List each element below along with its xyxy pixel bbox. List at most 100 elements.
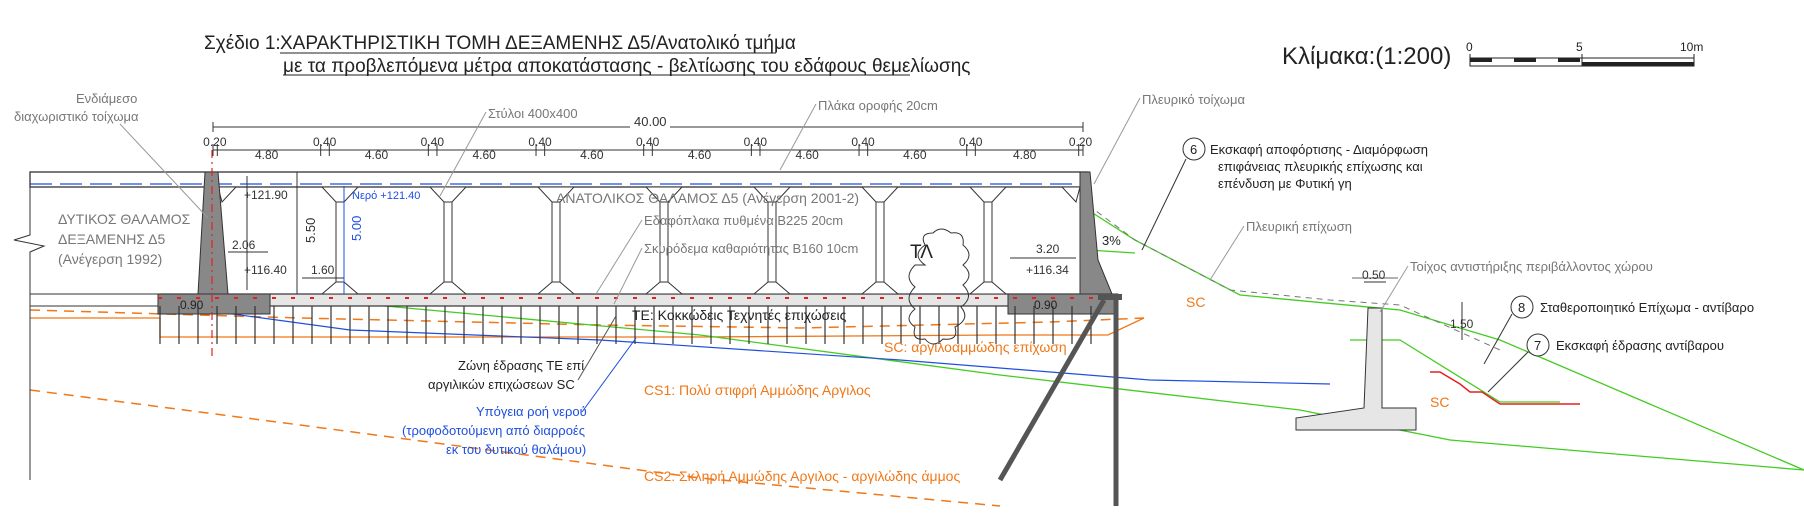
note-7-number: 7: [1534, 338, 1541, 353]
piles: [158, 297, 1093, 344]
w-090-west: 0.90: [180, 298, 204, 312]
label-east-chamber: ΑΝΑΤΟΛΙΚΟΣ ΘΑΛΑΜΟΣ Δ5 (Ανέγερση 2001-2): [556, 190, 859, 206]
dim-span: 0.40: [636, 135, 660, 149]
h-500: 5.00: [349, 216, 364, 241]
dim-span: 4.60: [903, 148, 927, 162]
label-cs1: CS1: Πολύ στιφρή Αμμώδης Αργιλος: [644, 382, 871, 398]
w-206: 2.06: [232, 238, 256, 252]
column-base: [536, 281, 576, 295]
dim-span: 4.60: [580, 148, 604, 162]
dim-total: 40.00: [634, 114, 667, 129]
label-slab: Εδαφόπλακα πυθμένα Β225 20cm: [644, 213, 843, 228]
note-6-line-2: επιφάνειας πλευρικής επίχωσης και: [1218, 159, 1423, 174]
dimension-top: 40.00 0.20 4.80 0.40 4.60 0.40 4.60 0.40 4.60 0.…: [203, 114, 1092, 162]
column: [551, 201, 561, 283]
sc-boundary: [319, 299, 1804, 471]
scale-tick-0: 0: [1466, 40, 1473, 54]
dim-span: 0.40: [421, 135, 445, 149]
column-base: [752, 281, 792, 295]
annotations: Ενδιάμεσο διαχωριστικό τοίχωμα Στύλοι 40…: [14, 91, 1754, 484]
dims-misc: +121.90 +116.40 5.50 5.00 Νερό +121.40 2…: [180, 172, 1474, 340]
label-gw-2: (τροφοδοτούμενη από διαρροές: [402, 423, 585, 438]
label-sc-clayey: SC: αργιλοαμμώδης επίχωση: [884, 339, 1067, 355]
label-columns: Στύλοι 400x400: [488, 106, 578, 121]
label-retaining: Τοίχος αντιστήριξης περιβάλλοντος χώρου: [1410, 259, 1653, 274]
dim-span: 4.80: [1013, 148, 1037, 162]
label-side-wall: Πλευρικό τοίχωμα: [1142, 92, 1245, 107]
label-slope: 3%: [1102, 233, 1121, 248]
scale-label: Κλίμακα:(1:200): [1282, 43, 1451, 70]
title-prefix: Σχέδιο 1:: [204, 33, 281, 54]
column-head: [968, 186, 1008, 203]
scale-tick-5: 5: [1576, 40, 1583, 54]
dim-span: 0.40: [313, 135, 337, 149]
groundwater-line: [129, 299, 1331, 385]
label-west-1: ΔΥΤΙΚΟΣ ΘΑΛΑΜΟΣ: [58, 211, 191, 227]
excavation-line: [1430, 371, 1580, 405]
scale-tick-10: 10m: [1680, 40, 1703, 54]
h-150: 1.50: [1450, 317, 1474, 331]
note-8-number: 8: [1518, 300, 1525, 315]
column: [443, 201, 453, 283]
label-inner-wall-1: Ενδιάμεσο: [76, 91, 137, 106]
w-050: 0.50: [1362, 268, 1386, 282]
note-6-number: 6: [1190, 142, 1197, 157]
column-base: [644, 281, 684, 295]
dim-span: 4.80: [255, 148, 279, 162]
bottom-slab: [159, 293, 1101, 307]
dim-span: 0.40: [851, 135, 875, 149]
inner-separating-wall: [197, 171, 229, 295]
label-lean: Σκυρόδεμα καθαριότητας Β160 10cm: [644, 241, 858, 256]
note-7-text: Εκσκαφή έδρασης αντίβαρου: [1556, 338, 1724, 353]
column-base: [860, 281, 900, 295]
label-sc-2: SC: [1430, 394, 1449, 410]
roof-slab: [29, 171, 1089, 188]
label-sc-1: SC: [1186, 294, 1205, 310]
label-zone-1: Ζώνη έδρασης ΤΕ επί: [458, 358, 584, 373]
label-inner-wall-2: διαχωριστικό τοίχωμα: [14, 109, 139, 124]
label-te: ΤΕ: Κοκκώδεις Τεχνητές επιχώσεις: [632, 307, 847, 323]
title-block: Σχέδιο 1: ΧΑΡΑΚΤΗΡΙΣΤΙΚΗ ΤΟΜΗ ΔΕΞΑΜΕΝΗΣ …: [204, 33, 970, 77]
column-head: [860, 186, 900, 203]
w-320: 3.20: [1036, 242, 1060, 256]
dim-span: 0.20: [1069, 135, 1093, 149]
water-label: Νερό +121.40: [352, 190, 420, 202]
dim-span: 0.40: [959, 135, 983, 149]
column-base: [428, 281, 468, 295]
el-bottom-e: +116.34: [1026, 263, 1069, 277]
el-top: +121.90: [244, 188, 288, 202]
note-6-line-3: επένδυση με Φυτική γη: [1218, 176, 1352, 191]
label-west-2: ΔΕΞΑΜΕΝΗΣ Δ5: [58, 231, 165, 247]
label-side-fill: Πλευρική επίχωση: [1246, 219, 1352, 234]
column: [983, 201, 993, 283]
retaining-wall: [1295, 277, 1417, 431]
cs2-boundary: [29, 389, 1001, 507]
dim-span: 4.60: [796, 148, 820, 162]
dim-span: 0.40: [744, 135, 768, 149]
side-fill-slope: [1087, 209, 1804, 471]
columns: [217, 186, 1081, 295]
h-550: 5.50: [303, 218, 318, 243]
label-zone-2: αργιλικών επιχώσεων SC: [428, 377, 575, 392]
note-8-text: Σταθεροποιητικό Επίχωμα - αντίβαρο: [1540, 300, 1754, 315]
dim-span: 4.60: [472, 148, 496, 162]
tl-cloud: [908, 228, 970, 345]
el-bottom-w: +116.40: [244, 263, 287, 277]
dim-span: 4.60: [365, 148, 389, 162]
label-gw-3: εκ του δυτικού θαλάμου): [446, 442, 586, 457]
w-160: 1.60: [311, 263, 335, 277]
scale-bar: Κλίμακα:(1:200) 0 5 10m: [1282, 40, 1703, 70]
east-props: [997, 294, 1122, 506]
column-head: [428, 186, 468, 203]
w-090-east: 0.90: [1034, 298, 1058, 312]
title-main: ΧΑΡΑΚΤΗΡΙΣΤΙΚΗ ΤΟΜΗ ΔΕΞΑΜΕΝΗΣ Δ5/Ανατολι…: [280, 33, 796, 54]
east-side-wall: [1079, 171, 1113, 295]
column: [335, 201, 345, 283]
column-base: [320, 281, 360, 295]
dim-span: 0.40: [528, 135, 552, 149]
dim-span: 0.20: [203, 135, 227, 149]
note-6-line-1: Εκσκαφή αποφόρτισης - Διαμόρφωση: [1210, 142, 1428, 157]
column: [875, 201, 885, 283]
